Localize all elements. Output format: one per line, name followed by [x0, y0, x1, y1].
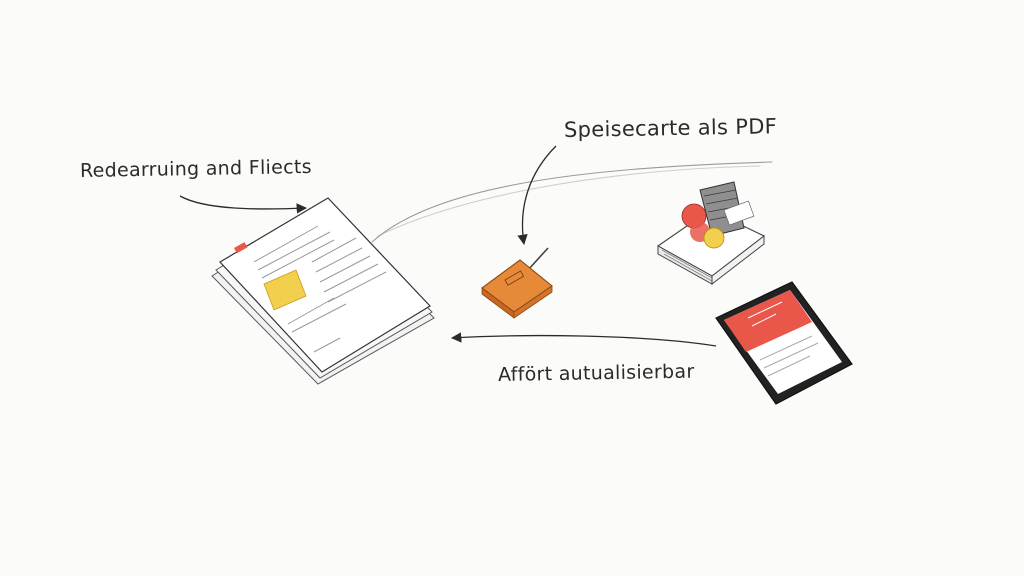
arrow-to-documents-from-tablet: [450, 332, 717, 347]
tablet-icon: [715, 281, 853, 405]
label-pdf-menu: Speisecarte als PDF: [563, 114, 778, 142]
label-updatable: Affört autualisierbar: [497, 360, 695, 386]
connector-curves: [371, 161, 773, 243]
arrow-to-router: [517, 145, 557, 246]
label-documents: Redearruing and Fliects: [79, 155, 313, 182]
document-stack-icon: [211, 197, 435, 385]
router-icon: [481, 247, 553, 319]
arrow-to-documents: [179, 195, 308, 214]
menu-book-icon: [656, 181, 766, 286]
